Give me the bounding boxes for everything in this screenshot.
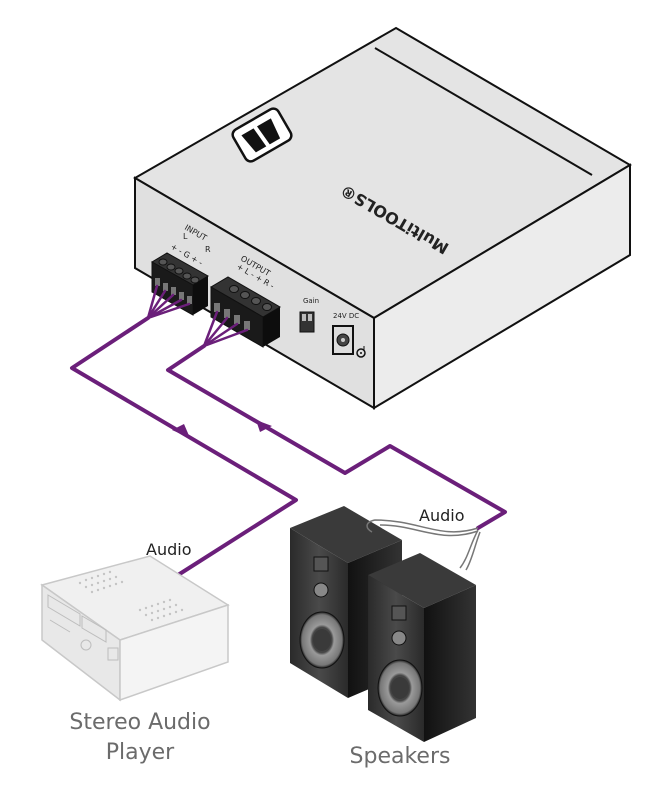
- gain-label: Gain: [303, 297, 319, 305]
- output-wire-fan: [202, 310, 249, 348]
- power-polarity-icon: [356, 346, 366, 358]
- source-caption-line1: Stereo Audio: [69, 710, 211, 735]
- device-side-face: [373, 163, 631, 410]
- power-label: 24V DC: [333, 312, 359, 320]
- input-terminal-block[interactable]: [151, 252, 209, 316]
- output-cable-label: Audio: [419, 506, 465, 525]
- speakers: [290, 506, 481, 742]
- player-front-panel: [47, 594, 119, 661]
- sink-caption: Speakers: [349, 744, 451, 769]
- input-wire-fan: [146, 284, 191, 320]
- tweeter-icon: [313, 556, 329, 572]
- arrow-up-icon: [172, 424, 190, 438]
- source-caption: Stereo Audio Player: [40, 708, 240, 768]
- source-caption-line2: Player: [105, 740, 175, 765]
- tweeter-icon: [391, 605, 407, 621]
- speaker-right: [368, 553, 476, 742]
- arrow-down-icon: [256, 420, 272, 432]
- player-grille: [78, 570, 184, 622]
- speaker-wires: [366, 519, 481, 571]
- input-right-label: R: [205, 245, 211, 254]
- output-terminal-block[interactable]: [210, 276, 281, 348]
- brand-logo-icon: [231, 107, 293, 163]
- input-left-label: L: [183, 232, 188, 241]
- output-cable: [166, 344, 507, 530]
- input-cable: [70, 316, 298, 577]
- audio-device: MultiTOOLS® INPUT L R + - G + -: [133, 26, 632, 410]
- input-cable-label: Audio: [146, 540, 192, 559]
- power-jack[interactable]: [332, 325, 354, 355]
- gain-dip-switch[interactable]: [299, 311, 315, 333]
- stereo-audio-player: [40, 555, 230, 702]
